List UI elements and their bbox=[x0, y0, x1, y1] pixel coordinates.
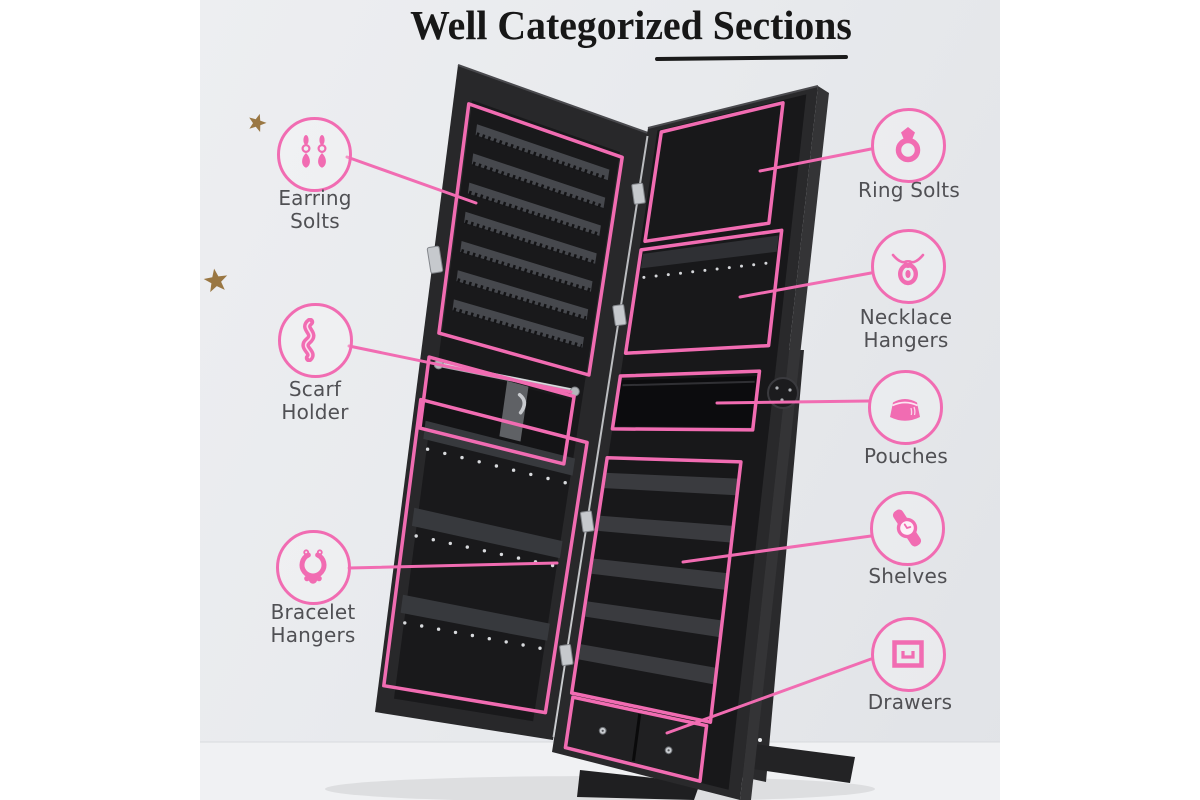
label-line: Shelves bbox=[868, 564, 948, 588]
label-line: Hangers bbox=[270, 622, 356, 647]
shelves-badge bbox=[869, 490, 945, 566]
highlight-drawers bbox=[563, 695, 709, 783]
drawers-badge bbox=[870, 616, 946, 692]
callout-line-scarf-holder bbox=[347, 344, 573, 394]
label-line: Holder bbox=[281, 399, 349, 424]
scarf-holder-badge bbox=[277, 302, 353, 378]
callout-line-bracelet-hangers bbox=[347, 561, 559, 570]
callout-line-drawers bbox=[665, 657, 873, 735]
ring-slots-label: Ring Solts bbox=[834, 179, 984, 202]
star-decoration bbox=[203, 268, 228, 293]
necklace-hangers-label: Necklace Hangers bbox=[831, 306, 981, 352]
drawer-icon bbox=[892, 640, 924, 668]
callout-line-shelves bbox=[681, 534, 873, 564]
highlight-ring-slots bbox=[643, 101, 785, 244]
bracelet-hangers-label: Bracelet Hangers bbox=[238, 601, 388, 647]
label-line: Solts bbox=[290, 208, 340, 233]
page-title: Well Categorized Sections bbox=[410, 2, 852, 48]
label-line: Necklace bbox=[859, 305, 953, 329]
hinge bbox=[631, 182, 646, 205]
bracelet-icon bbox=[299, 549, 327, 584]
product-photo: Well Categorized Sections bbox=[200, 0, 1000, 800]
stand-pivot-knob bbox=[768, 378, 798, 408]
jewelry-cabinet-scene bbox=[200, 64, 1000, 800]
label-line: Hangers bbox=[863, 327, 949, 352]
scarf-icon bbox=[301, 318, 316, 362]
pouch-icon bbox=[890, 399, 920, 421]
pouches-badge bbox=[867, 369, 943, 445]
label-line: Pouches bbox=[863, 444, 949, 468]
shelves-label: Shelves bbox=[833, 565, 983, 588]
necklace-hangers-badge bbox=[870, 228, 946, 304]
door-latch bbox=[426, 245, 444, 274]
hinge bbox=[612, 304, 627, 327]
highlight-bracelet-hangers bbox=[382, 397, 589, 715]
callout-line-earring-slots bbox=[345, 155, 478, 205]
callout-line-ring-slots bbox=[758, 147, 873, 173]
earring-slots-label: Earring Solts bbox=[240, 187, 390, 233]
label-line: Scarf bbox=[288, 377, 342, 401]
highlight-shelves bbox=[569, 456, 743, 724]
hinge bbox=[559, 644, 574, 666]
pouches-label: Pouches bbox=[831, 445, 981, 468]
drawers-label: Drawers bbox=[835, 691, 985, 714]
bracelet-hangers-badge bbox=[275, 529, 351, 605]
highlight-necklace-hangers bbox=[623, 228, 784, 355]
stand-base bbox=[577, 770, 700, 800]
label-line: Ring Solts bbox=[858, 178, 960, 202]
ring-slots-badge bbox=[870, 107, 946, 183]
callout-line-pouches bbox=[715, 399, 871, 405]
star-decoration bbox=[249, 113, 267, 132]
highlight-pouches bbox=[610, 369, 762, 432]
label-line: Earring bbox=[278, 186, 352, 210]
label-line: Bracelet bbox=[270, 600, 356, 624]
ring-icon bbox=[895, 127, 921, 163]
scarf-holder-label: Scarf Holder bbox=[240, 378, 390, 424]
necklace-icon bbox=[891, 253, 925, 286]
earrings-icon bbox=[301, 135, 327, 168]
highlight-earring-slots bbox=[437, 102, 624, 377]
label-line: Drawers bbox=[867, 690, 953, 714]
earring-slots-badge bbox=[276, 116, 352, 192]
callout-line-necklace-hangers bbox=[738, 271, 873, 299]
watch-icon bbox=[892, 509, 922, 547]
hinge bbox=[580, 510, 595, 533]
